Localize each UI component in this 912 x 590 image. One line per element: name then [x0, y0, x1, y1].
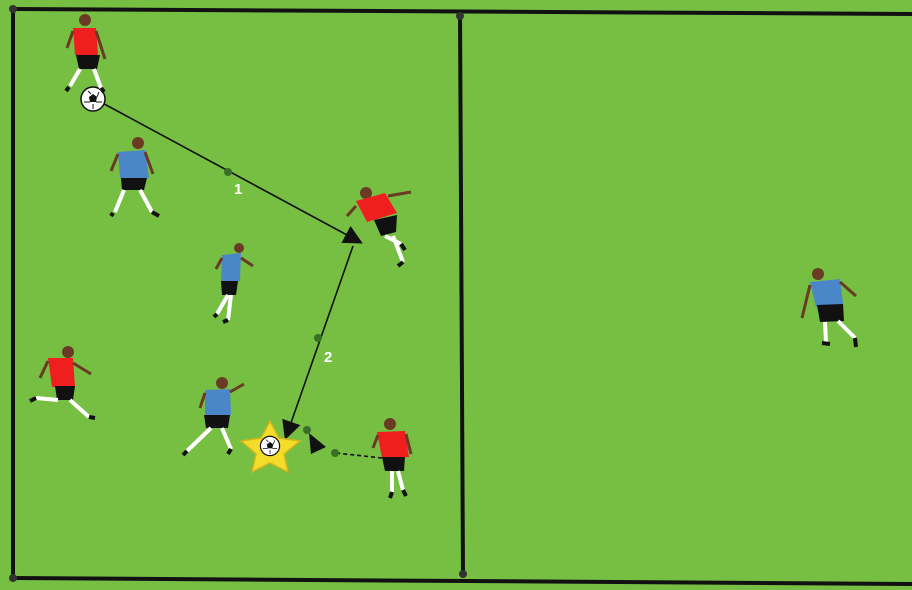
run-end-marker	[303, 426, 311, 434]
corner-marker	[9, 5, 17, 13]
corner-marker	[9, 574, 17, 582]
pass-2-midpoint-marker	[314, 334, 322, 342]
pass-1-midpoint-marker	[224, 168, 232, 176]
halfway-bottom-marker	[459, 570, 467, 578]
pass-1-label: 1	[234, 181, 242, 198]
pass-2-label: 2	[324, 349, 332, 366]
run-start-marker	[331, 449, 339, 457]
halfway-top-marker	[456, 12, 464, 20]
